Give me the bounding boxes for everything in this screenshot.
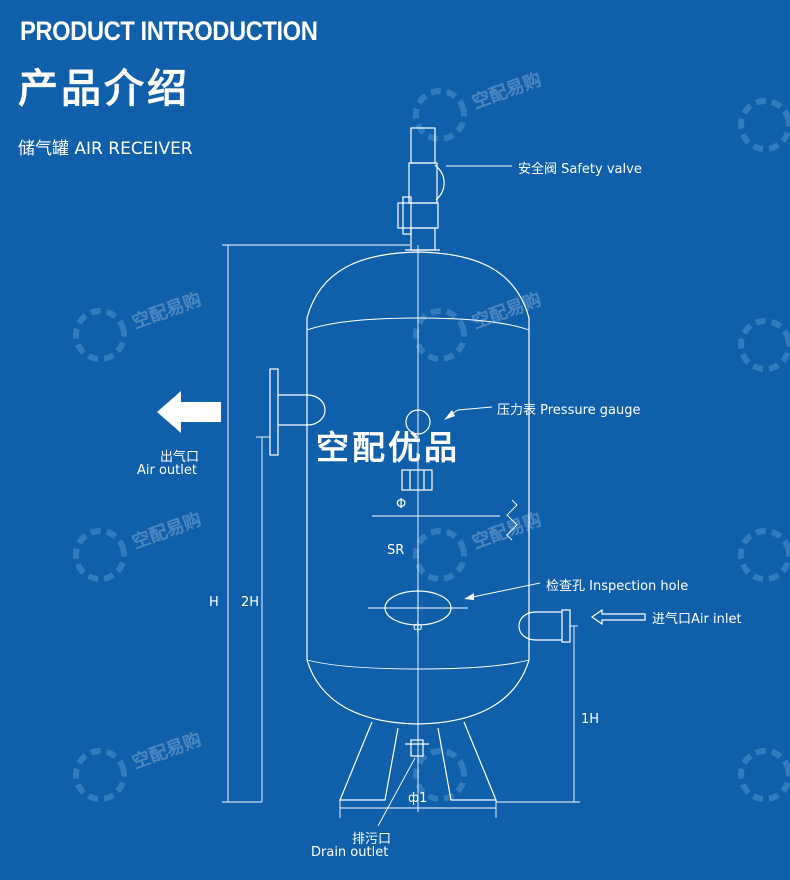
dim-1h: 1H	[581, 712, 600, 727]
inspection-hole	[368, 588, 468, 636]
pressure-gauge-boss	[405, 409, 431, 435]
dim-phi-small: ф	[413, 620, 423, 633]
safety-valve	[397, 127, 445, 251]
watermark-main: 空配优品	[316, 428, 460, 467]
title-en: PRODUCT INTRODUCTION	[20, 16, 318, 46]
air-outlet-arrow-icon	[157, 391, 221, 433]
tank-body	[306, 251, 530, 725]
leader-lines	[377, 165, 541, 827]
svg-text:空配易购: 空配易购	[129, 728, 204, 773]
title-zh: 产品介绍	[18, 66, 190, 112]
subtitle: 储气罐 AIR RECEIVER	[18, 139, 193, 159]
svg-text:空配易购: 空配易购	[469, 288, 544, 333]
dim-2h: 2H	[241, 595, 260, 610]
air-inlet-pipe	[518, 609, 571, 643]
label-drain-outlet-zh: 排污口	[352, 832, 392, 847]
dim-phi-1: ф1	[408, 791, 428, 806]
label-air-outlet-en: Air outlet	[137, 463, 197, 478]
svg-text:空配易购: 空配易购	[129, 508, 204, 553]
nameplate-boss	[401, 469, 433, 491]
label-inspection-hole: 检查孔 Inspection hole	[546, 579, 689, 594]
label-pressure-gauge: 压力表 Pressure gauge	[497, 403, 641, 418]
dim-sr: SR	[387, 543, 405, 558]
label-drain-outlet-en: Drain outlet	[311, 845, 389, 860]
air-outlet-pipe	[269, 368, 326, 456]
svg-text:空配易购: 空配易购	[129, 288, 204, 333]
label-air-outlet-zh: 出气口	[160, 450, 200, 465]
dim-phi: Φ	[396, 497, 407, 512]
label-air-inlet: 进气口Air inlet	[652, 612, 742, 627]
tank-legs	[339, 721, 497, 801]
label-safety-valve: 安全阀 Safety valve	[518, 162, 642, 177]
dim-h: H	[209, 595, 219, 610]
dimension-lines	[222, 244, 580, 818]
air-inlet-arrow-icon	[590, 608, 646, 626]
break-mark	[506, 499, 518, 541]
svg-text:空配易购: 空配易购	[469, 68, 544, 113]
